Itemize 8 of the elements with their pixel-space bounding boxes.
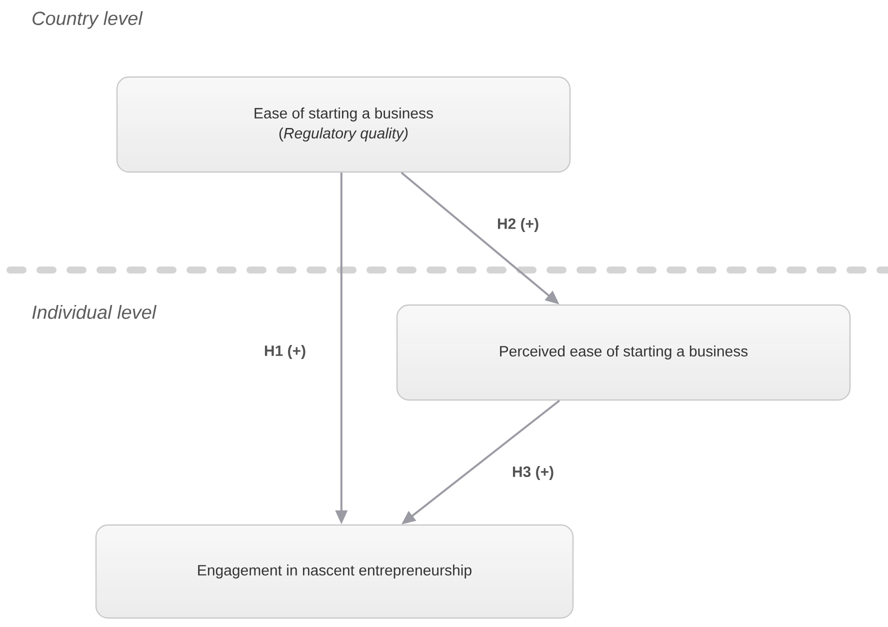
process-box: Ease of starting a business (Regulatory quality) — [116, 76, 571, 173]
edge-label: H3 (+) — [510, 465, 556, 481]
level-label: Individual level — [32, 305, 157, 319]
process-box: Engagement in nascent entrepreneurship — [95, 524, 574, 619]
level-label: Country level — [32, 11, 143, 29]
edge-label: H1 (+) — [262, 344, 308, 360]
edge-label: H2 (+) — [496, 217, 540, 233]
process-box: Perceived ease of starting a business — [396, 304, 851, 401]
